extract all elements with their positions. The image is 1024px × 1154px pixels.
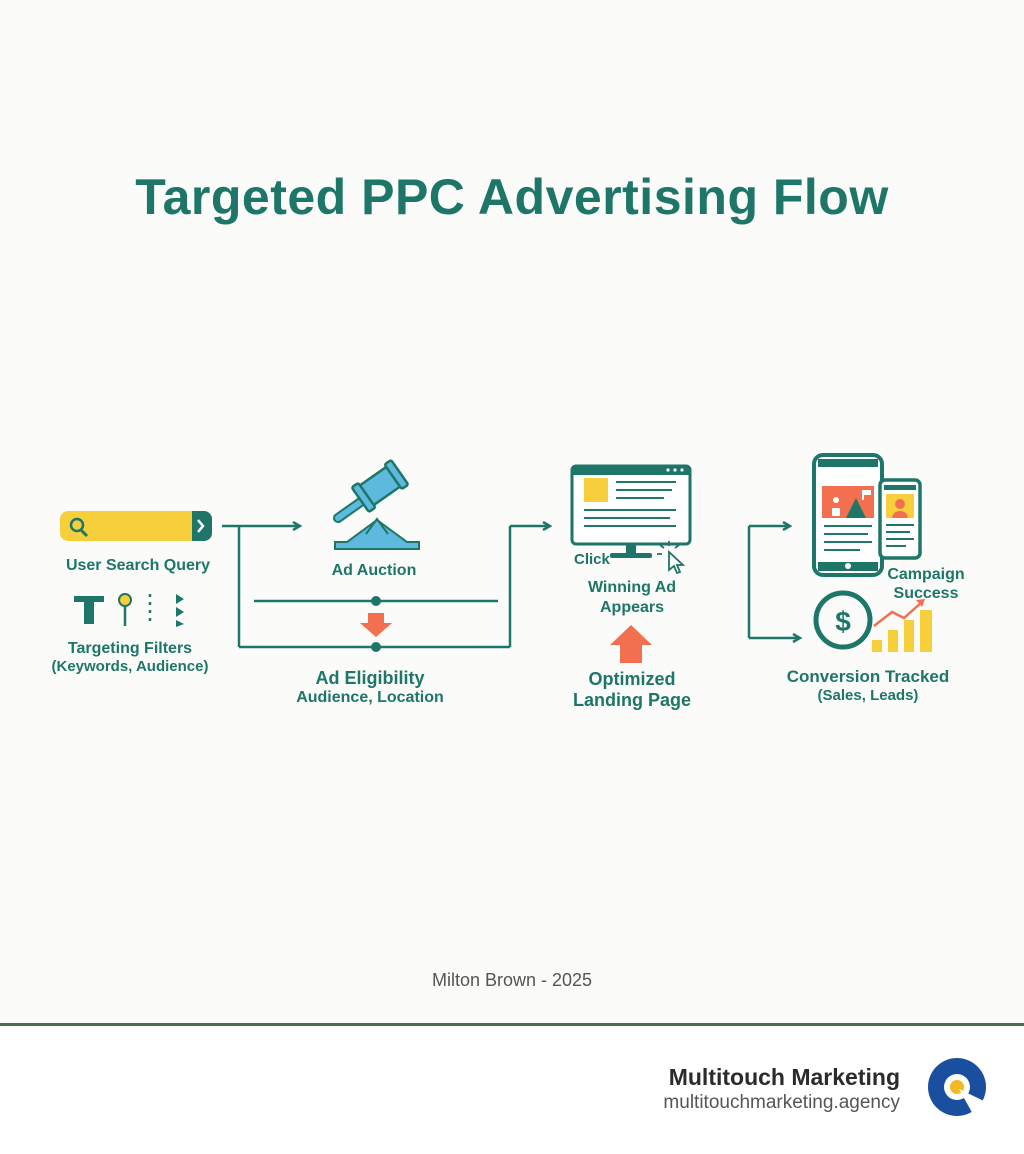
campaign-success-line2: Success bbox=[893, 585, 959, 602]
up-arrow-icon bbox=[610, 625, 652, 663]
growth-chart-icon bbox=[872, 599, 932, 652]
search-icon bbox=[69, 517, 85, 533]
conversion-tracked-title: Conversion Tracked bbox=[786, 667, 950, 686]
gavel-icon bbox=[333, 459, 420, 550]
connector-node bbox=[371, 642, 381, 652]
ad-eligibility-title: Ad Eligibility bbox=[315, 668, 425, 688]
ad-eligibility-detail: Audience, Location bbox=[296, 689, 444, 706]
monitor-icon bbox=[570, 464, 692, 558]
targeting-filters-detail: (Keywords, Audience) bbox=[51, 658, 209, 675]
step-label-winning-ad: Winning Ad Appears bbox=[560, 578, 704, 618]
down-arrow-icon bbox=[360, 613, 392, 637]
conversion-tracked-detail: (Sales, Leads) bbox=[817, 687, 919, 704]
step-label-campaign-success: Campaign Success bbox=[872, 565, 980, 603]
step-label-ad-eligibility: Ad Eligibility Audience, Location bbox=[280, 668, 460, 707]
click-label: Click bbox=[574, 551, 610, 568]
svg-text:$: $ bbox=[835, 606, 851, 637]
dollar-coin-icon: $ bbox=[813, 590, 873, 650]
brand-logo-icon[interactable] bbox=[926, 1054, 988, 1120]
step-label-user-search: User Search Query bbox=[65, 557, 211, 574]
cursor-click-icon bbox=[657, 541, 686, 575]
location-pin-icon bbox=[118, 593, 132, 626]
audience-segments-icon bbox=[176, 594, 184, 627]
brand-url[interactable]: multitouchmarketing.agency bbox=[663, 1092, 900, 1113]
tablet-icon bbox=[878, 478, 922, 560]
connector-node bbox=[371, 596, 381, 606]
brand-name: Multitouch Marketing bbox=[668, 1064, 900, 1090]
step-label-landing-page: Optimized Landing Page bbox=[560, 669, 704, 711]
winning-ad-detail: Appears bbox=[599, 599, 665, 616]
landing-page-line1: Optimized bbox=[588, 669, 676, 689]
flow-connector bbox=[222, 526, 550, 649]
mobile-phone-icon bbox=[812, 453, 884, 577]
targeting-filters-title: Targeting Filters bbox=[67, 640, 193, 657]
landing-page-line2: Landing Page bbox=[572, 690, 691, 710]
winning-ad-title: Winning Ad bbox=[587, 579, 677, 596]
filter-funnel-icon bbox=[74, 596, 104, 624]
flow-connector bbox=[747, 526, 800, 638]
flow-diagram: $ bbox=[60, 453, 932, 663]
campaign-success-line1: Campaign bbox=[887, 566, 965, 583]
step-label-conversion-tracked: Conversion Tracked (Sales, Leads) bbox=[770, 667, 966, 704]
search-bar-icon bbox=[60, 511, 212, 541]
step-label-ad-auction: Ad Auction bbox=[331, 562, 417, 579]
author-credit: Milton Brown - 2025 bbox=[431, 970, 593, 990]
footer-divider bbox=[0, 1023, 1024, 1026]
step-label-targeting-filters: Targeting Filters (Keywords, Audience) bbox=[40, 640, 220, 675]
diagram-title: Targeted PPC Advertising Flow bbox=[135, 169, 889, 225]
